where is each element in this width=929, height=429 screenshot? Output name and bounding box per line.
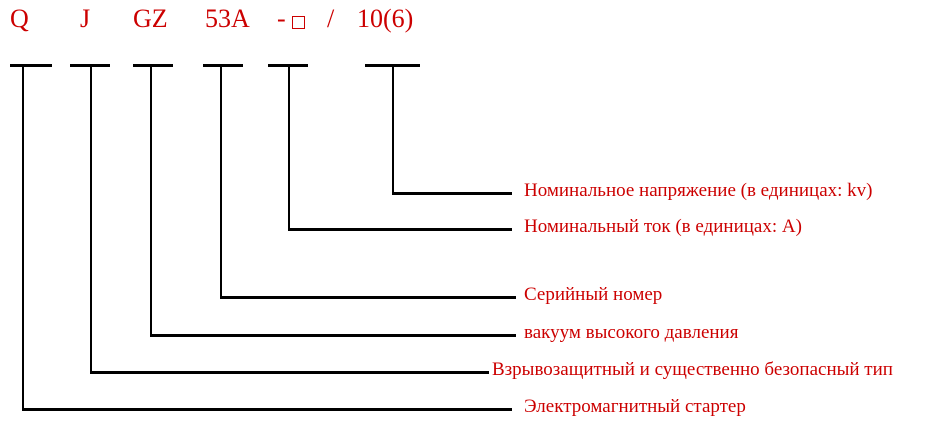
legend-label-high-pressure-vacuum: вакуум высокого давления: [524, 322, 739, 343]
leader-stem-rated-voltage: [392, 67, 394, 192]
leader-top-bar-rated-current: [268, 64, 308, 67]
leader-stem-explosion-proof-intrinsically-safe: [90, 67, 92, 371]
leader-stem-rated-current: [288, 67, 290, 228]
leader-run-electromagnetic-starter: [22, 408, 512, 411]
leader-top-bar-high-pressure-vacuum: [133, 64, 173, 67]
legend-label-rated-voltage: Номинальное напряжение (в единицах: kv): [524, 180, 873, 201]
leader-top-bar-rated-voltage: [365, 64, 420, 67]
leader-stem-electromagnetic-starter: [22, 67, 24, 408]
code-token-4: -: [277, 4, 286, 33]
leader-run-serial-number: [220, 296, 516, 299]
code-token-2: GZ: [133, 4, 168, 33]
code-token-0: Q: [10, 4, 29, 33]
code-token-5: [292, 8, 305, 38]
leader-run-high-pressure-vacuum: [150, 334, 516, 337]
legend-label-rated-current: Номинальный ток (в единицах: A): [524, 216, 802, 237]
leader-stem-high-pressure-vacuum: [150, 67, 152, 334]
code-token-7: 10(6): [357, 4, 414, 33]
legend-label-explosion-proof-intrinsically-safe: Взрывозащитный и существенно безопасный …: [492, 359, 893, 380]
leader-top-bar-explosion-proof-intrinsically-safe: [70, 64, 110, 67]
leader-run-rated-voltage: [392, 192, 512, 195]
code-token-6: /: [327, 4, 335, 33]
leader-run-explosion-proof-intrinsically-safe: [90, 371, 489, 374]
leader-top-bar-serial-number: [203, 64, 243, 67]
legend-label-electromagnetic-starter: Электромагнитный стартер: [524, 396, 746, 417]
leader-stem-serial-number: [220, 67, 222, 296]
model-code-row: Q J GZ 53A- / 10(6): [0, 0, 470, 46]
leader-top-bar-electromagnetic-starter: [10, 64, 52, 67]
code-token-3: 53A: [205, 4, 250, 33]
legend-label-serial-number: Серийный номер: [524, 284, 663, 305]
leader-run-rated-current: [288, 228, 512, 231]
placeholder-box-icon: [292, 16, 305, 29]
code-token-1: J: [80, 4, 91, 33]
